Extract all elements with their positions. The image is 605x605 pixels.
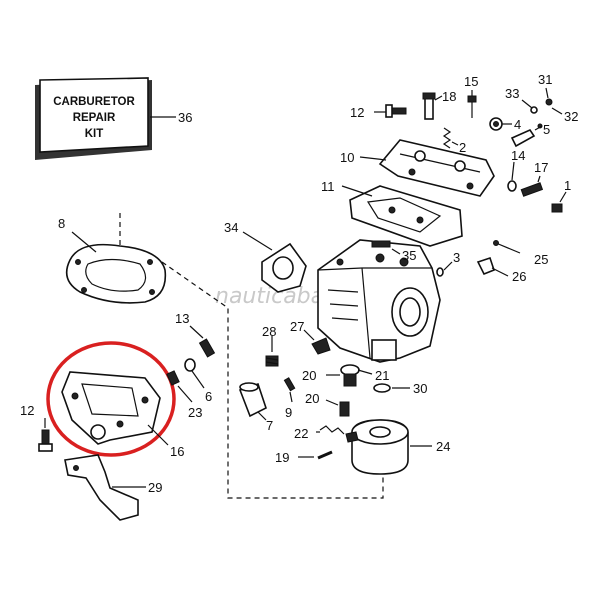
callout-22: 22 bbox=[294, 426, 308, 441]
callout-20-upper: 20 bbox=[302, 368, 316, 383]
callout-34: 34 bbox=[224, 220, 238, 235]
screw-part-17: 17 bbox=[520, 160, 548, 197]
callout-3: 3 bbox=[453, 250, 460, 265]
callout-5: 5 bbox=[543, 122, 550, 137]
lever-part-5: 5 bbox=[510, 122, 550, 148]
assembly-dashed-lines bbox=[119, 213, 384, 499]
bracket-part-29: 29 bbox=[64, 454, 162, 521]
callout-19: 19 bbox=[275, 450, 289, 465]
callout-29: 29 bbox=[148, 480, 162, 495]
parts-31-32-33: 33 31 32 bbox=[505, 72, 578, 129]
oring-part-3: 3 bbox=[436, 250, 460, 277]
callout-17: 17 bbox=[534, 160, 548, 175]
callout-16: 16 bbox=[170, 444, 184, 459]
screw-part-1: 1 bbox=[551, 178, 571, 213]
callout-28: 28 bbox=[262, 324, 276, 339]
highlight-circle bbox=[46, 341, 176, 457]
screw-part-9: 9 bbox=[283, 377, 296, 420]
callout-4: 4 bbox=[514, 117, 521, 132]
callout-24: 24 bbox=[436, 439, 450, 454]
callout-26: 26 bbox=[512, 269, 526, 284]
float-bowl-part-16: 16 bbox=[46, 341, 184, 459]
spring-part-28: 28 bbox=[262, 324, 279, 367]
callout-30: 30 bbox=[413, 381, 427, 396]
callout-31: 31 bbox=[538, 72, 552, 87]
callout-1: 1 bbox=[564, 178, 571, 193]
callout-25: 25 bbox=[534, 252, 548, 267]
callout-23: 23 bbox=[188, 405, 202, 420]
plug-part-30: 30 bbox=[373, 381, 427, 396]
callout-15: 15 bbox=[464, 74, 478, 89]
cover-part-10: 10 bbox=[340, 139, 495, 197]
spring-part-22: 22 bbox=[294, 425, 345, 441]
kit-label-line1: CARBURETOR bbox=[53, 96, 135, 108]
callout-18: 18 bbox=[442, 89, 456, 104]
callout-9: 9 bbox=[285, 405, 292, 420]
needle-part-18: 18 bbox=[422, 89, 456, 120]
spring-part-2: 2 bbox=[442, 127, 466, 155]
screw-part-12-left: 12 bbox=[20, 403, 53, 452]
callout-20-lower: 20 bbox=[305, 391, 319, 406]
washer-part-14: 14 bbox=[507, 148, 525, 192]
plug-part-23: 23 bbox=[166, 370, 202, 420]
jet-part-20-lower: 20 bbox=[305, 391, 350, 417]
needle-part-15: 15 bbox=[464, 74, 478, 118]
washer-part-6: 6 bbox=[184, 358, 212, 404]
callout-13: 13 bbox=[175, 311, 189, 326]
clip-part-26: 26 bbox=[476, 256, 526, 284]
screw-part-27: 27 bbox=[290, 319, 331, 355]
callout-11: 11 bbox=[321, 179, 335, 194]
callout-27: 27 bbox=[290, 319, 304, 334]
gasket-part-8: 8 bbox=[58, 216, 167, 304]
callout-12-top: 12 bbox=[350, 105, 364, 120]
jet-part-20-upper: 20 21 bbox=[302, 364, 389, 387]
callout-35: 35 bbox=[402, 248, 416, 263]
kit-label-line3: KIT bbox=[85, 128, 104, 140]
float-part-24: 24 bbox=[345, 419, 450, 475]
pin-part-25: 25 bbox=[493, 240, 548, 267]
cap-part-7: 7 bbox=[238, 382, 273, 433]
callout-36: 36 bbox=[178, 110, 192, 125]
pin-part-19: 19 bbox=[275, 450, 333, 465]
repair-kit-box: CARBURETOR REPAIR KIT 36 bbox=[35, 77, 192, 160]
callout-2: 2 bbox=[459, 140, 466, 155]
callout-14: 14 bbox=[511, 148, 525, 163]
callout-6: 6 bbox=[205, 389, 212, 404]
gasket-part-11: 11 bbox=[321, 179, 463, 247]
nut-part-4: 4 bbox=[489, 117, 521, 132]
kit-label-line2: REPAIR bbox=[73, 112, 116, 124]
callout-32: 32 bbox=[564, 109, 578, 124]
carburetor-body bbox=[317, 239, 441, 363]
callout-12-left: 12 bbox=[20, 403, 34, 418]
screw-part-35: 35 bbox=[371, 240, 416, 263]
screw-part-12-top: 12 bbox=[350, 104, 407, 120]
callout-10: 10 bbox=[340, 150, 354, 165]
screw-part-13: 13 bbox=[175, 311, 216, 358]
callout-21: 21 bbox=[375, 368, 389, 383]
callout-7: 7 bbox=[266, 418, 273, 433]
gasket-part-34: 34 bbox=[224, 220, 307, 293]
callout-33: 33 bbox=[505, 86, 519, 101]
callout-8: 8 bbox=[58, 216, 65, 231]
